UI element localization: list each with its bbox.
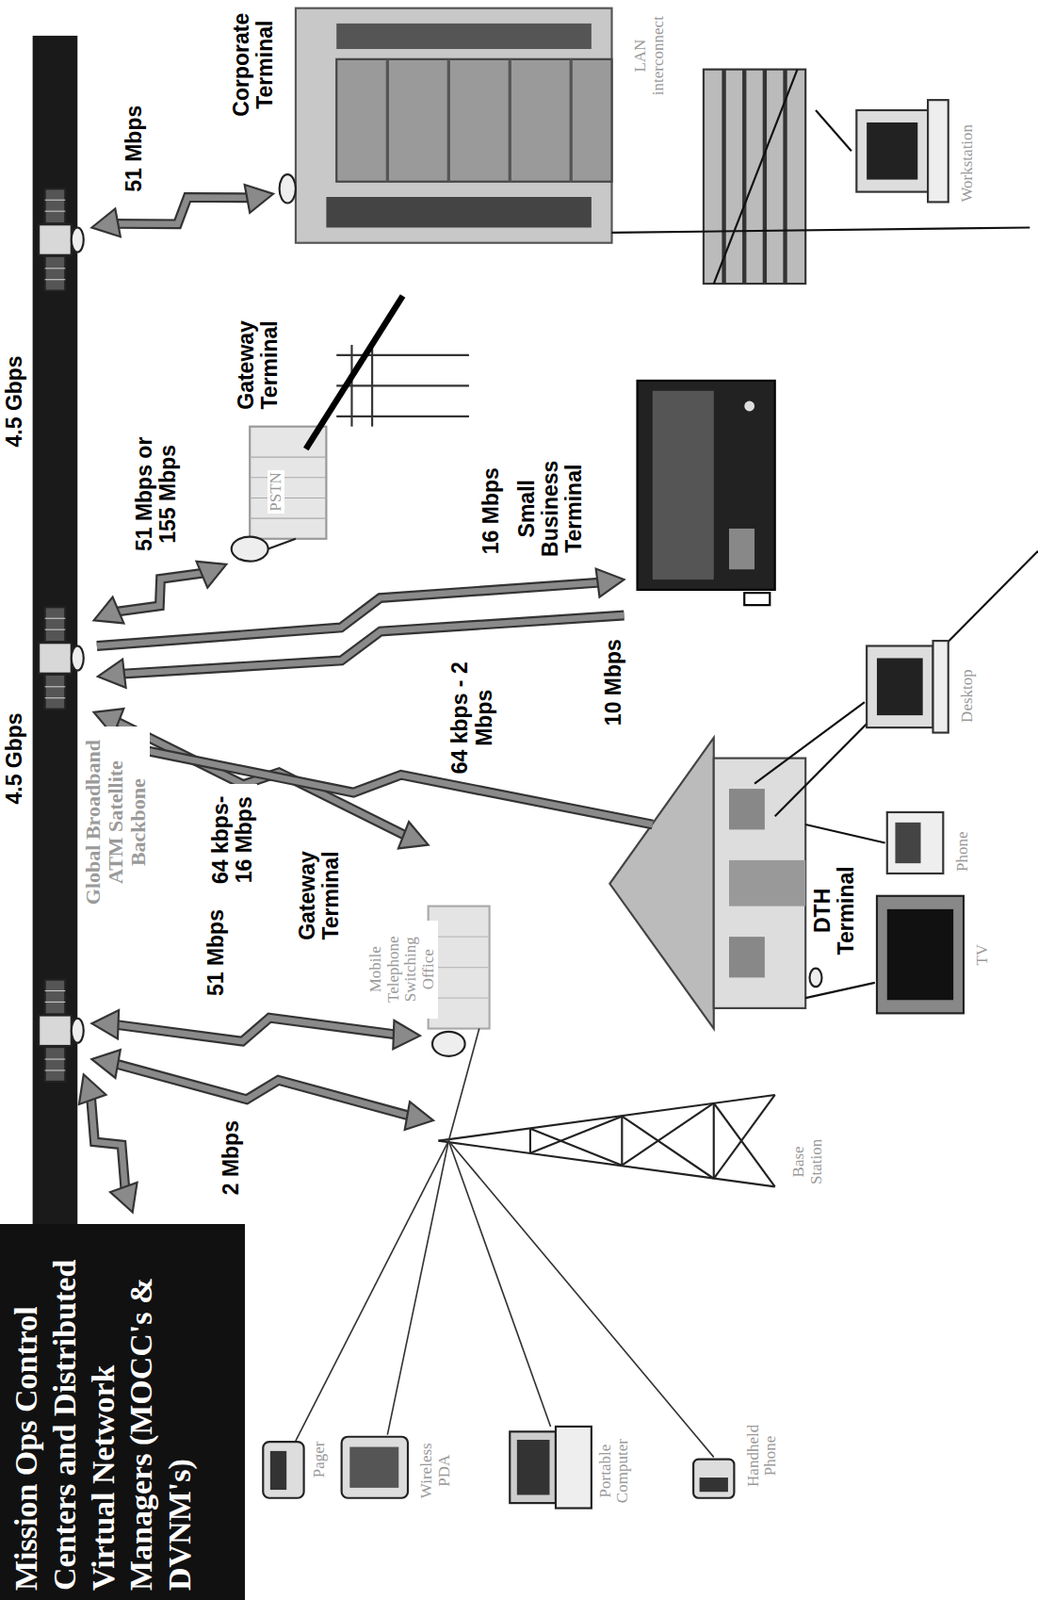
- device-caption: Portable Computer: [597, 1426, 633, 1515]
- arrow-body: [118, 615, 624, 674]
- arrow-head: [405, 1101, 434, 1130]
- link-label: 4.5 Gbps: [2, 353, 27, 449]
- arrow-head: [91, 1049, 120, 1078]
- zigzag-arrow: [79, 1073, 138, 1212]
- arrow-outline: [97, 582, 603, 647]
- device-caption: Base Station: [790, 1131, 826, 1192]
- pstn-gateway: [231, 295, 470, 562]
- arrow-outline: [113, 572, 207, 613]
- node-text: Mission Ops Control Centers and Distribu…: [7, 1233, 200, 1591]
- arrow-head: [596, 568, 625, 598]
- link-label: Corporate Terminal: [229, 3, 278, 126]
- zigzag-arrow: [97, 568, 625, 647]
- workstation-icon: [856, 99, 948, 202]
- corporate-building: [279, 8, 613, 244]
- arrow-layer: [79, 184, 653, 1213]
- arrow-body: [113, 196, 253, 224]
- device-caption: Mobile Telephone Switching Office: [367, 920, 438, 1019]
- small-business-device: [637, 380, 776, 605]
- device-caption: Handheld Phone: [745, 1411, 780, 1500]
- device-caption: LAN interconnect: [632, 11, 667, 100]
- backbone-caption: Global Broadband ATM Satellite Backbone: [81, 726, 151, 919]
- arrow-head: [195, 561, 227, 588]
- link-label: 64 kbps - 2 Mbps: [448, 656, 497, 779]
- satellite: [38, 979, 84, 1082]
- arrow-outline: [113, 1062, 413, 1117]
- arrow-head: [97, 659, 127, 688]
- arrow-body: [113, 1062, 413, 1117]
- zigzag-arrow: [101, 731, 653, 825]
- link-label: 10 Mbps: [601, 636, 626, 728]
- lan-wire: [713, 69, 798, 284]
- device-caption: Phone: [954, 828, 973, 874]
- lan-wire: [815, 110, 852, 151]
- arrow-head: [398, 821, 429, 848]
- arrow-body: [113, 572, 207, 613]
- pager-icon: [262, 1441, 304, 1498]
- device-caption: Pager: [310, 1439, 329, 1480]
- arrow-outline: [113, 196, 253, 224]
- arrow-outline: [90, 1094, 126, 1193]
- home-wire: [805, 982, 876, 998]
- pda-icon: [341, 1436, 408, 1498]
- link-label: 4.5 Gbps: [2, 710, 27, 806]
- arrow-body: [90, 1094, 126, 1193]
- arrow-body: [123, 746, 653, 825]
- control-center-box: Mission Ops Control Centers and Distribu…: [0, 1224, 245, 1600]
- zigzag-arrow: [91, 184, 274, 237]
- device-caption: TV: [973, 941, 992, 968]
- satellite: [38, 188, 84, 291]
- arrow-head: [91, 1009, 119, 1038]
- link-label: 51 Mbps: [204, 907, 228, 998]
- arrow-body: [97, 582, 603, 647]
- arrow-body: [113, 1017, 400, 1041]
- lan-rack: [703, 69, 806, 284]
- arrow-outline: [113, 1017, 400, 1041]
- arrow-head: [392, 1020, 421, 1049]
- zigzag-arrow: [91, 1049, 434, 1130]
- zigzag-arrow: [97, 615, 625, 688]
- home-wire: [775, 551, 1038, 817]
- device-caption: Wireless PDA: [418, 1430, 454, 1510]
- arrow-head: [91, 208, 120, 237]
- arrow-outline: [118, 615, 624, 674]
- device-caption: Workstation: [958, 122, 977, 205]
- radio-links: [295, 1028, 714, 1458]
- arrow-outline: [123, 746, 653, 825]
- device-caption: PSTN: [267, 470, 286, 514]
- satellite: [38, 606, 84, 709]
- link-label: Small Business Terminal: [515, 447, 587, 569]
- arrow-head: [94, 596, 125, 623]
- link-label: 51 Mbps or 155 Mbps: [132, 423, 181, 565]
- device-caption: Desktop: [958, 666, 977, 725]
- link-label: DTH Terminal: [810, 856, 860, 964]
- house: [609, 737, 822, 1029]
- handheld-phone-icon: [693, 1459, 734, 1498]
- arrow-head: [110, 1182, 138, 1213]
- lan-wire: [612, 227, 1031, 232]
- zigzag-arrow: [94, 561, 228, 624]
- base-station-tower: [437, 1094, 775, 1186]
- desktop-icon: [866, 640, 949, 732]
- home-wire: [805, 824, 885, 843]
- link-label: 16 Mbps: [479, 465, 503, 556]
- laptop-icon: [509, 1426, 592, 1509]
- arrow-head: [244, 184, 274, 213]
- arrow-head: [79, 1073, 107, 1104]
- link-label: 2 Mbps: [219, 1118, 244, 1197]
- link-label: 64 kbps- 16 Mbps: [209, 783, 258, 896]
- tv-icon: [876, 895, 964, 1014]
- link-label: Gateway Terminal: [234, 306, 283, 423]
- phone-device-icon: [887, 811, 944, 874]
- link-label: Gateway Terminal: [295, 837, 344, 955]
- link-label: 51 Mbps: [122, 103, 146, 195]
